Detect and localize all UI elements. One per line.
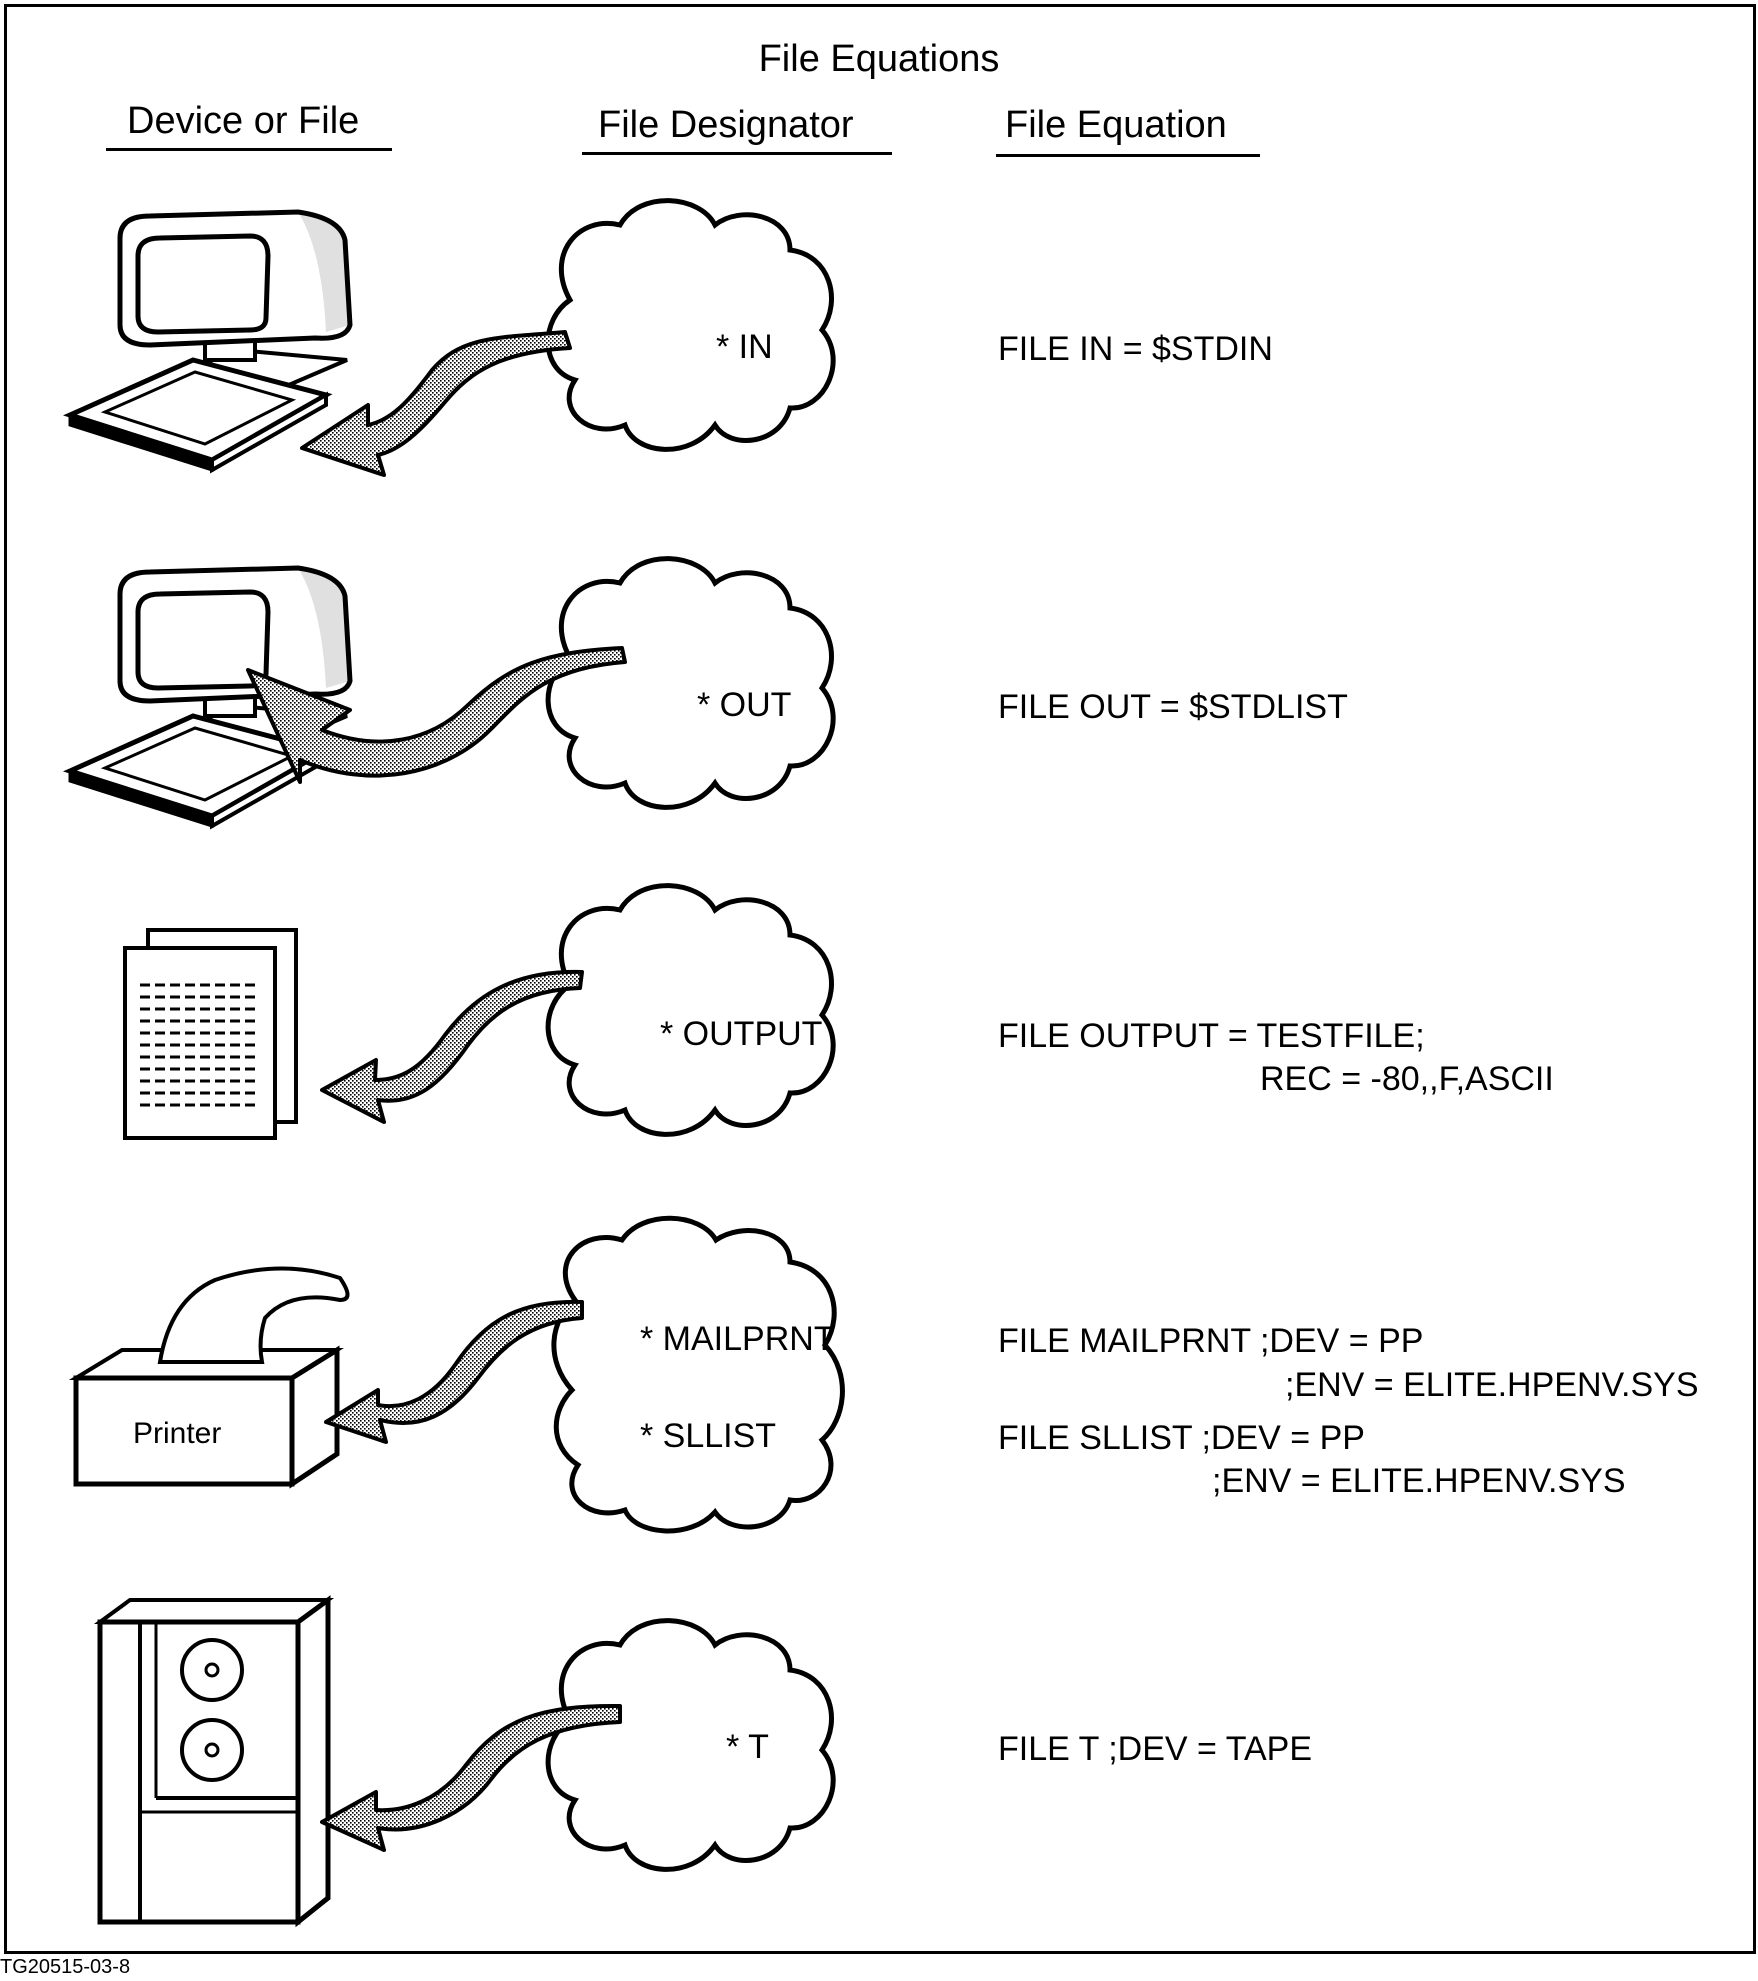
- figure-id: TG20515-03-8: [0, 1956, 131, 1978]
- cloud-shape: [545, 198, 836, 452]
- cloud-shape: [545, 1618, 836, 1872]
- cloud-shape: [545, 556, 836, 810]
- file-equation: REC = -80,,F,ASCII: [1260, 1060, 1554, 1098]
- file-equation: FILE MAILPRNT ;DEV = PP: [998, 1322, 1424, 1360]
- cloud-shape: [545, 883, 836, 1137]
- designator-label: * OUT: [697, 686, 792, 724]
- designator-label: * MAILPRNT: [640, 1320, 835, 1358]
- designator-label: * T: [726, 1728, 769, 1766]
- data-flow-arrow: [320, 969, 584, 1124]
- printer-icon: [68, 1266, 350, 1489]
- file-equation: FILE SLLIST ;DEV = PP: [998, 1419, 1365, 1457]
- column-header-device: Device or File: [127, 100, 360, 142]
- file-equation: ;ENV = ELITE.HPENV.SYS: [1285, 1366, 1699, 1404]
- column-header-underline: [106, 148, 392, 151]
- designator-label: * SLLIST: [640, 1417, 777, 1455]
- tape-drive-icon: [93, 1595, 335, 1928]
- file-equation: FILE OUT = $STDLIST: [998, 688, 1348, 726]
- cloud-shape: [551, 1215, 845, 1534]
- data-flow-arrow: [320, 1703, 622, 1852]
- data-flow-arrow: [324, 1299, 584, 1444]
- file-equation: FILE OUTPUT = TESTFILE;: [998, 1017, 1425, 1055]
- column-header-equation: File Equation: [1005, 104, 1227, 146]
- figure-title: File Equations: [758, 38, 1000, 80]
- figure-border: [4, 4, 1756, 1954]
- file-equation: FILE IN = $STDIN: [998, 330, 1273, 368]
- data-flow-arrow: [246, 646, 627, 784]
- file-equation: FILE T ;DEV = TAPE: [998, 1730, 1313, 1768]
- column-header-underline: [582, 152, 892, 155]
- disc-file-icon: [123, 928, 298, 1140]
- terminal-icon: [70, 212, 350, 470]
- printer-label: Printer: [133, 1417, 222, 1450]
- data-flow-arrow: [300, 330, 572, 477]
- column-header-designator: File Designator: [598, 104, 854, 146]
- designator-label: * OUTPUT: [660, 1015, 823, 1053]
- file-equation: ;ENV = ELITE.HPENV.SYS: [1212, 1462, 1626, 1500]
- column-header-underline: [996, 154, 1260, 157]
- designator-label: * IN: [716, 328, 773, 366]
